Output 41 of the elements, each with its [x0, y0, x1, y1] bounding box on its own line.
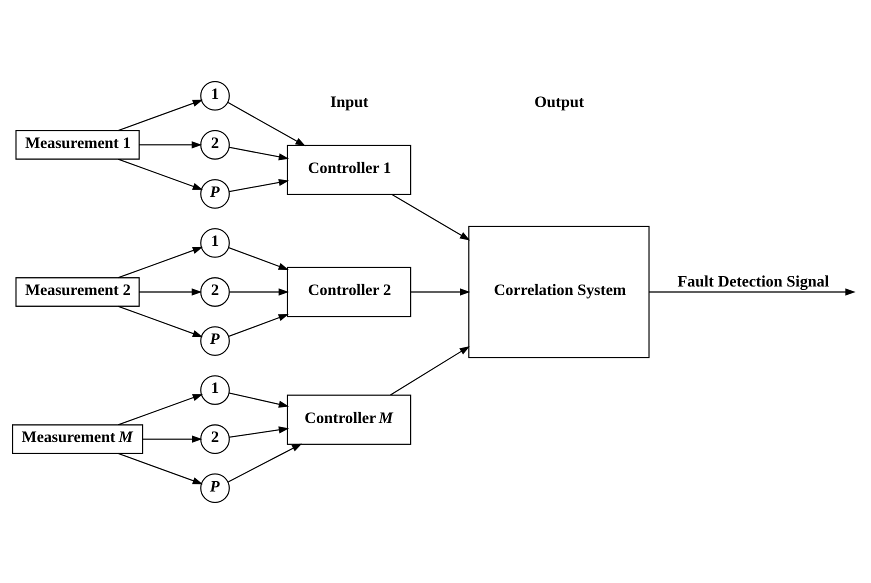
arrow: [142, 435, 202, 442]
arrow: [649, 288, 856, 296]
arrow: [392, 194, 470, 240]
node-circle: 1: [200, 374, 230, 404]
node-box: Measurement 1: [15, 130, 140, 160]
edge-label: Fault Detection Signal: [678, 273, 830, 290]
arrow: [229, 426, 290, 438]
node-circle: 2: [200, 130, 230, 160]
label: Output: [534, 93, 584, 110]
arrow: [229, 392, 290, 408]
arrow: [118, 246, 203, 278]
arrow: [230, 288, 289, 296]
arrow: [118, 99, 203, 131]
arrow: [228, 443, 302, 482]
node-circle: P: [200, 326, 230, 356]
node-box: Correlation System: [468, 225, 650, 358]
arrow: [118, 158, 203, 190]
arrow: [229, 146, 290, 160]
arrow: [228, 246, 289, 270]
node-circle: 2: [200, 424, 230, 454]
node-circle: P: [200, 472, 230, 502]
arrow: [139, 288, 202, 296]
node-box: Measurement 2: [15, 276, 140, 306]
node-box: Measurement M: [12, 424, 144, 454]
arrow: [228, 101, 306, 146]
arrow: [118, 452, 203, 484]
node-box: Controller 1: [286, 144, 412, 195]
node-circle: 2: [200, 276, 230, 306]
node-circle: P: [200, 178, 230, 208]
node-box: Controller 2: [286, 266, 412, 317]
node-circle: 1: [200, 228, 230, 258]
arrow: [229, 178, 290, 192]
node-circle: 1: [200, 80, 230, 110]
node-box: Controller M: [286, 394, 412, 444]
arrow: [228, 314, 289, 336]
arrow: [139, 140, 202, 148]
arrow: [410, 288, 470, 296]
label: Input: [330, 93, 368, 110]
arrow: [118, 305, 203, 337]
arrow: [118, 394, 203, 425]
arrow: [390, 346, 470, 396]
